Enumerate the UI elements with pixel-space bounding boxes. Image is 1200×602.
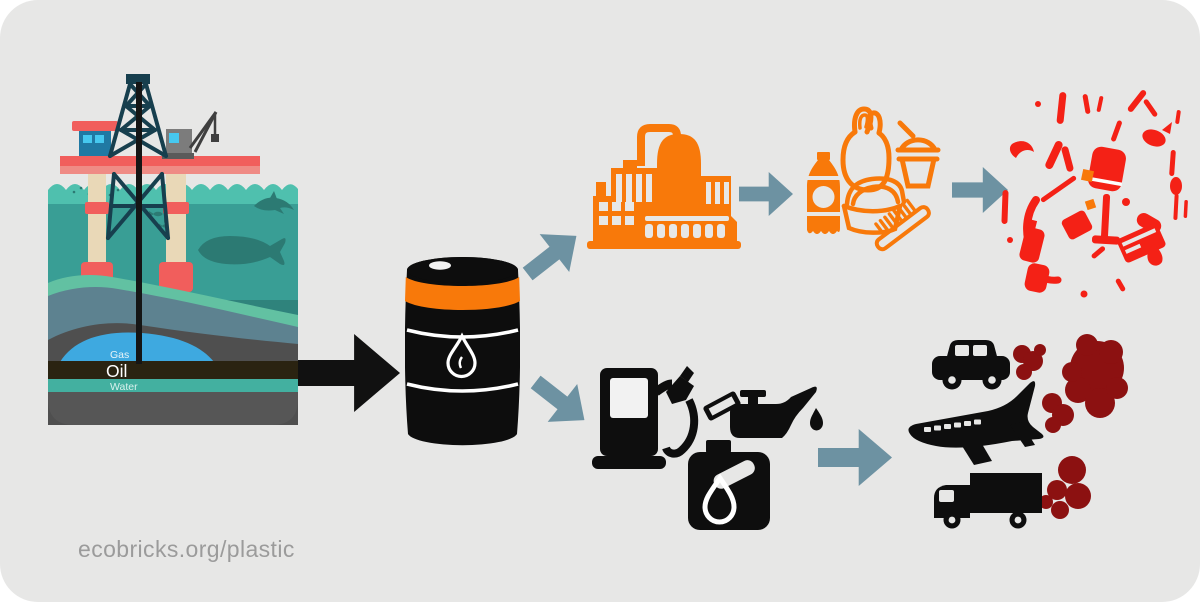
drill-pipe <box>136 82 142 364</box>
arrow-barrel-to-refinery <box>522 234 577 281</box>
oil-band <box>48 361 298 381</box>
clamshell-container-icon <box>841 176 907 235</box>
refinery-factory-icon <box>587 124 741 249</box>
oil-drop-icon <box>446 332 477 379</box>
plastic-products-group <box>807 106 941 252</box>
oil-can-icon <box>703 386 823 438</box>
exhaust-smoke-icon <box>1013 334 1128 519</box>
rig-cabin <box>72 121 118 156</box>
truck-icon <box>934 473 1042 529</box>
arrow-products-to-waste <box>952 167 1008 213</box>
arrow-rig-to-barrel <box>298 334 400 412</box>
seabed-layers <box>48 275 298 425</box>
plastic-bottle-icon <box>807 152 840 234</box>
water-label: Water <box>110 381 138 393</box>
oil-drip <box>810 408 823 431</box>
scattered-plastic-debris-icon <box>1001 90 1188 298</box>
oil-rig-ocean-cross-section: Gas Oil Water <box>48 74 298 425</box>
crane-icon <box>162 111 219 159</box>
arrow-barrel-to-fuels <box>530 375 585 422</box>
whale-icon <box>198 236 286 265</box>
gas-label: Gas <box>110 349 129 361</box>
motor-oil-jug-icon <box>688 440 770 530</box>
arrow-refinery-to-products <box>739 172 793 216</box>
car-icon <box>932 340 1010 390</box>
comb-icon <box>874 198 931 252</box>
footer-url: ecobricks.org/plastic <box>78 536 295 562</box>
rig-deck <box>60 156 260 174</box>
airplane-icon <box>908 381 1044 465</box>
barrel-orange-band <box>405 277 520 310</box>
straw <box>897 120 916 139</box>
oil-label: Oil <box>106 361 127 381</box>
dolphin-icon <box>254 191 294 214</box>
fuels-group <box>592 366 823 530</box>
oil-barrel-icon <box>405 257 520 446</box>
arrow-fuels-to-vehicles <box>818 429 892 486</box>
water-band <box>48 379 298 394</box>
fuel-pump-icon <box>592 366 699 469</box>
disposable-cup-icon <box>895 120 941 189</box>
orange-fragments <box>1080 168 1097 211</box>
vehicles-emissions-group <box>908 334 1128 529</box>
